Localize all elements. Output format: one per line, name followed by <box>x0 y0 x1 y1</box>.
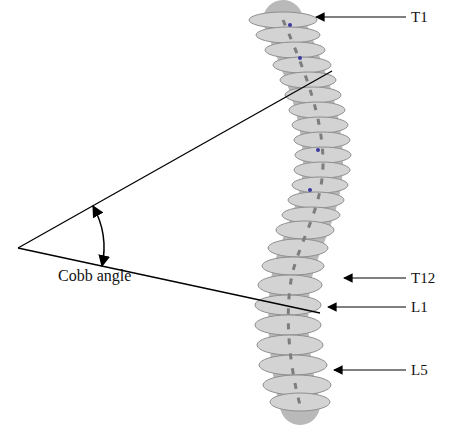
angle-label: Cobb angle <box>58 267 131 285</box>
vertebra-label: T1 <box>411 8 428 26</box>
vertebra-label: L5 <box>411 361 428 379</box>
vertebra-label: T12 <box>411 269 435 287</box>
vertebra-label: L1 <box>411 298 428 316</box>
